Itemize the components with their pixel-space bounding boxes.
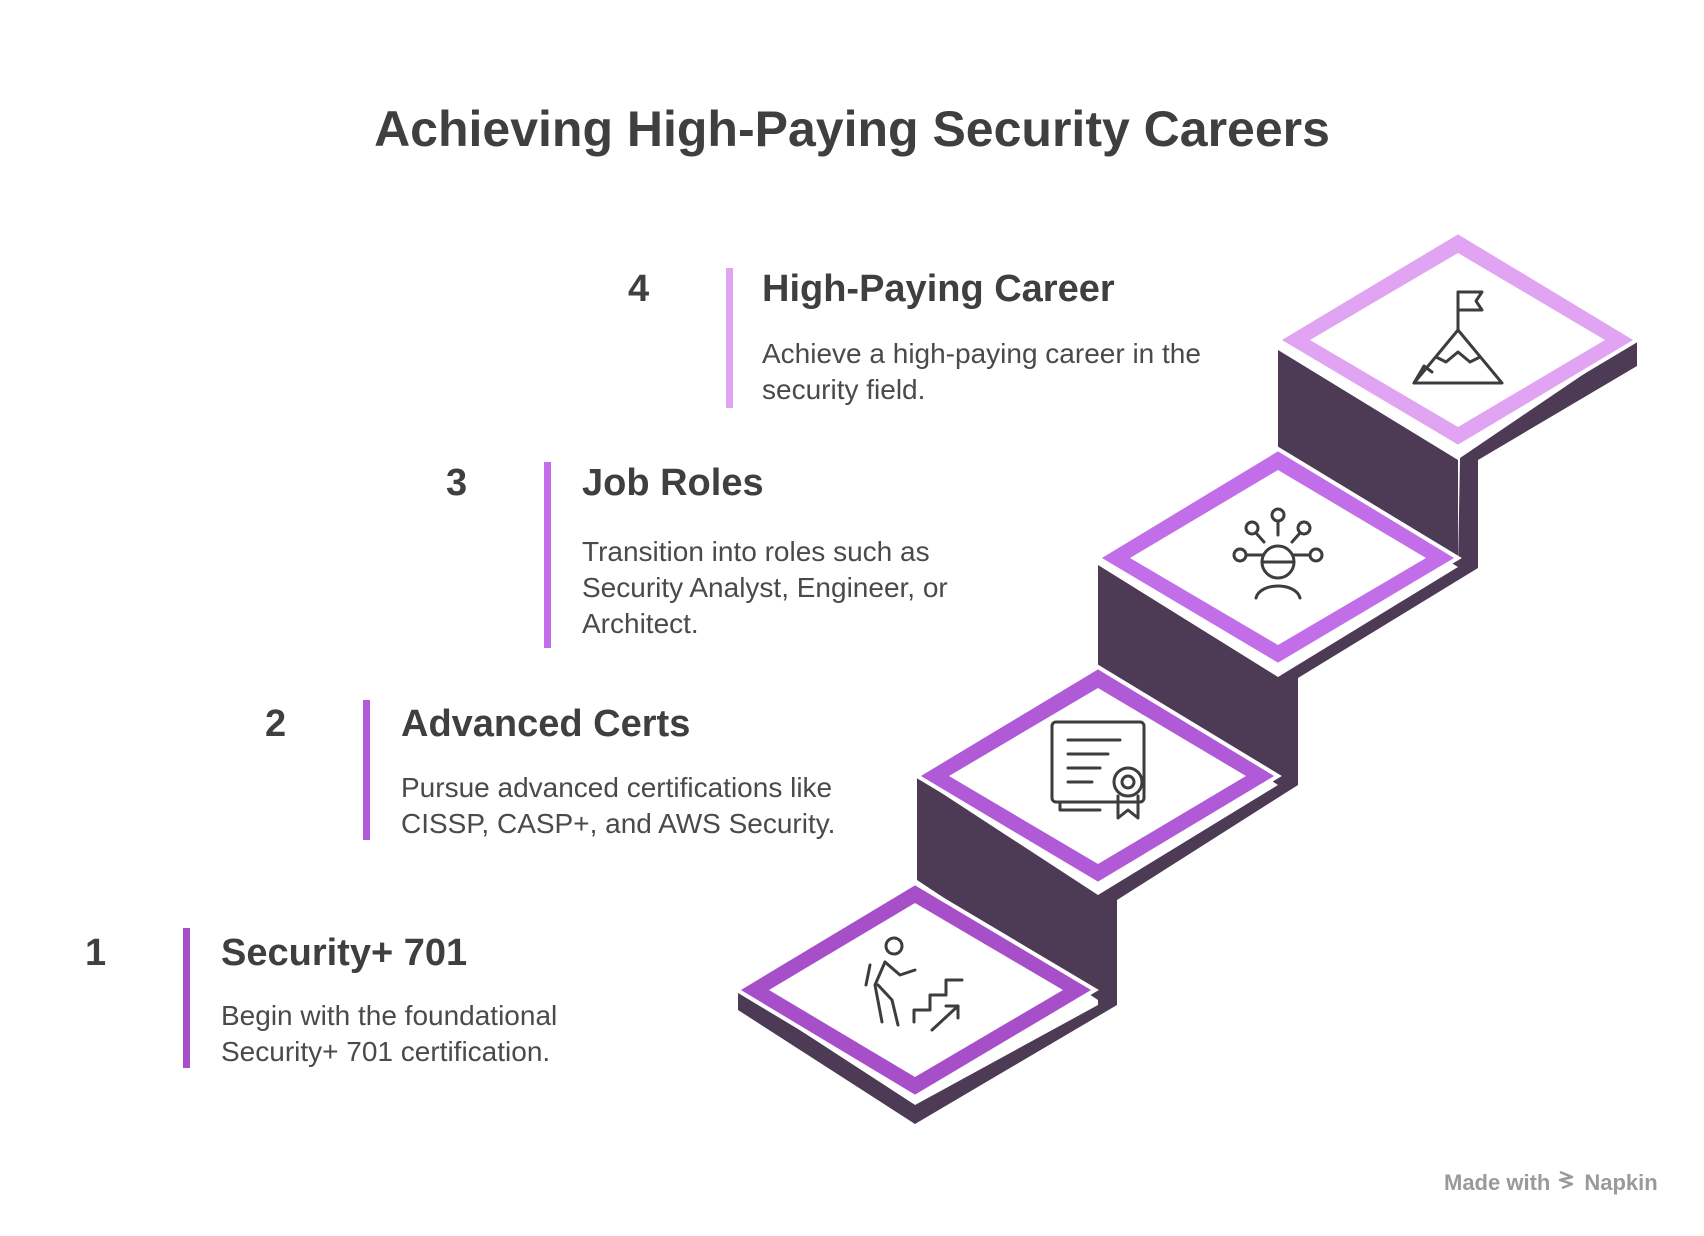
step-1-platform	[733, 880, 1099, 1100]
step-accent-bar	[183, 928, 190, 1068]
step-number: 1	[85, 932, 107, 974]
step-heading: High-Paying Career	[762, 268, 1115, 310]
step-2-platform	[913, 664, 1282, 887]
mountain-flag-icon	[1412, 290, 1504, 385]
step-heading: Advanced Certs	[401, 703, 691, 745]
step-accent-bar	[726, 268, 733, 408]
made-with-label: Made with	[1444, 1170, 1551, 1195]
step-accent-bar	[363, 700, 370, 840]
climbing-person-icon	[864, 936, 964, 1032]
napkin-brand-label: Napkin	[1584, 1170, 1658, 1195]
step-description: Pursue advanced certifications like CISS…	[401, 772, 836, 839]
step-number: 3	[446, 462, 468, 504]
step-number: 2	[265, 703, 287, 745]
step-heading: Job Roles	[582, 462, 764, 504]
step-3-platform	[1094, 446, 1462, 668]
person-network-icon	[1232, 507, 1324, 600]
step-description: Begin with the foundational Security+ 70…	[221, 1000, 558, 1067]
page-title: Achieving High-Paying Security Careers	[374, 101, 1330, 157]
step-description: Achieve a high-paying career in the secu…	[762, 338, 1201, 405]
step-number: 4	[628, 268, 650, 310]
step-accent-bar	[544, 462, 551, 648]
staircase-body	[738, 338, 1637, 1124]
napkin-logo-icon	[1558, 1170, 1576, 1196]
certificate-icon	[1050, 720, 1146, 820]
step-heading: Security+ 701	[221, 932, 468, 974]
napkin-watermark: Made with Napkin	[1444, 1170, 1658, 1196]
step-description: Transition into roles such as Security A…	[582, 536, 948, 639]
step-4-platform	[1274, 229, 1641, 450]
